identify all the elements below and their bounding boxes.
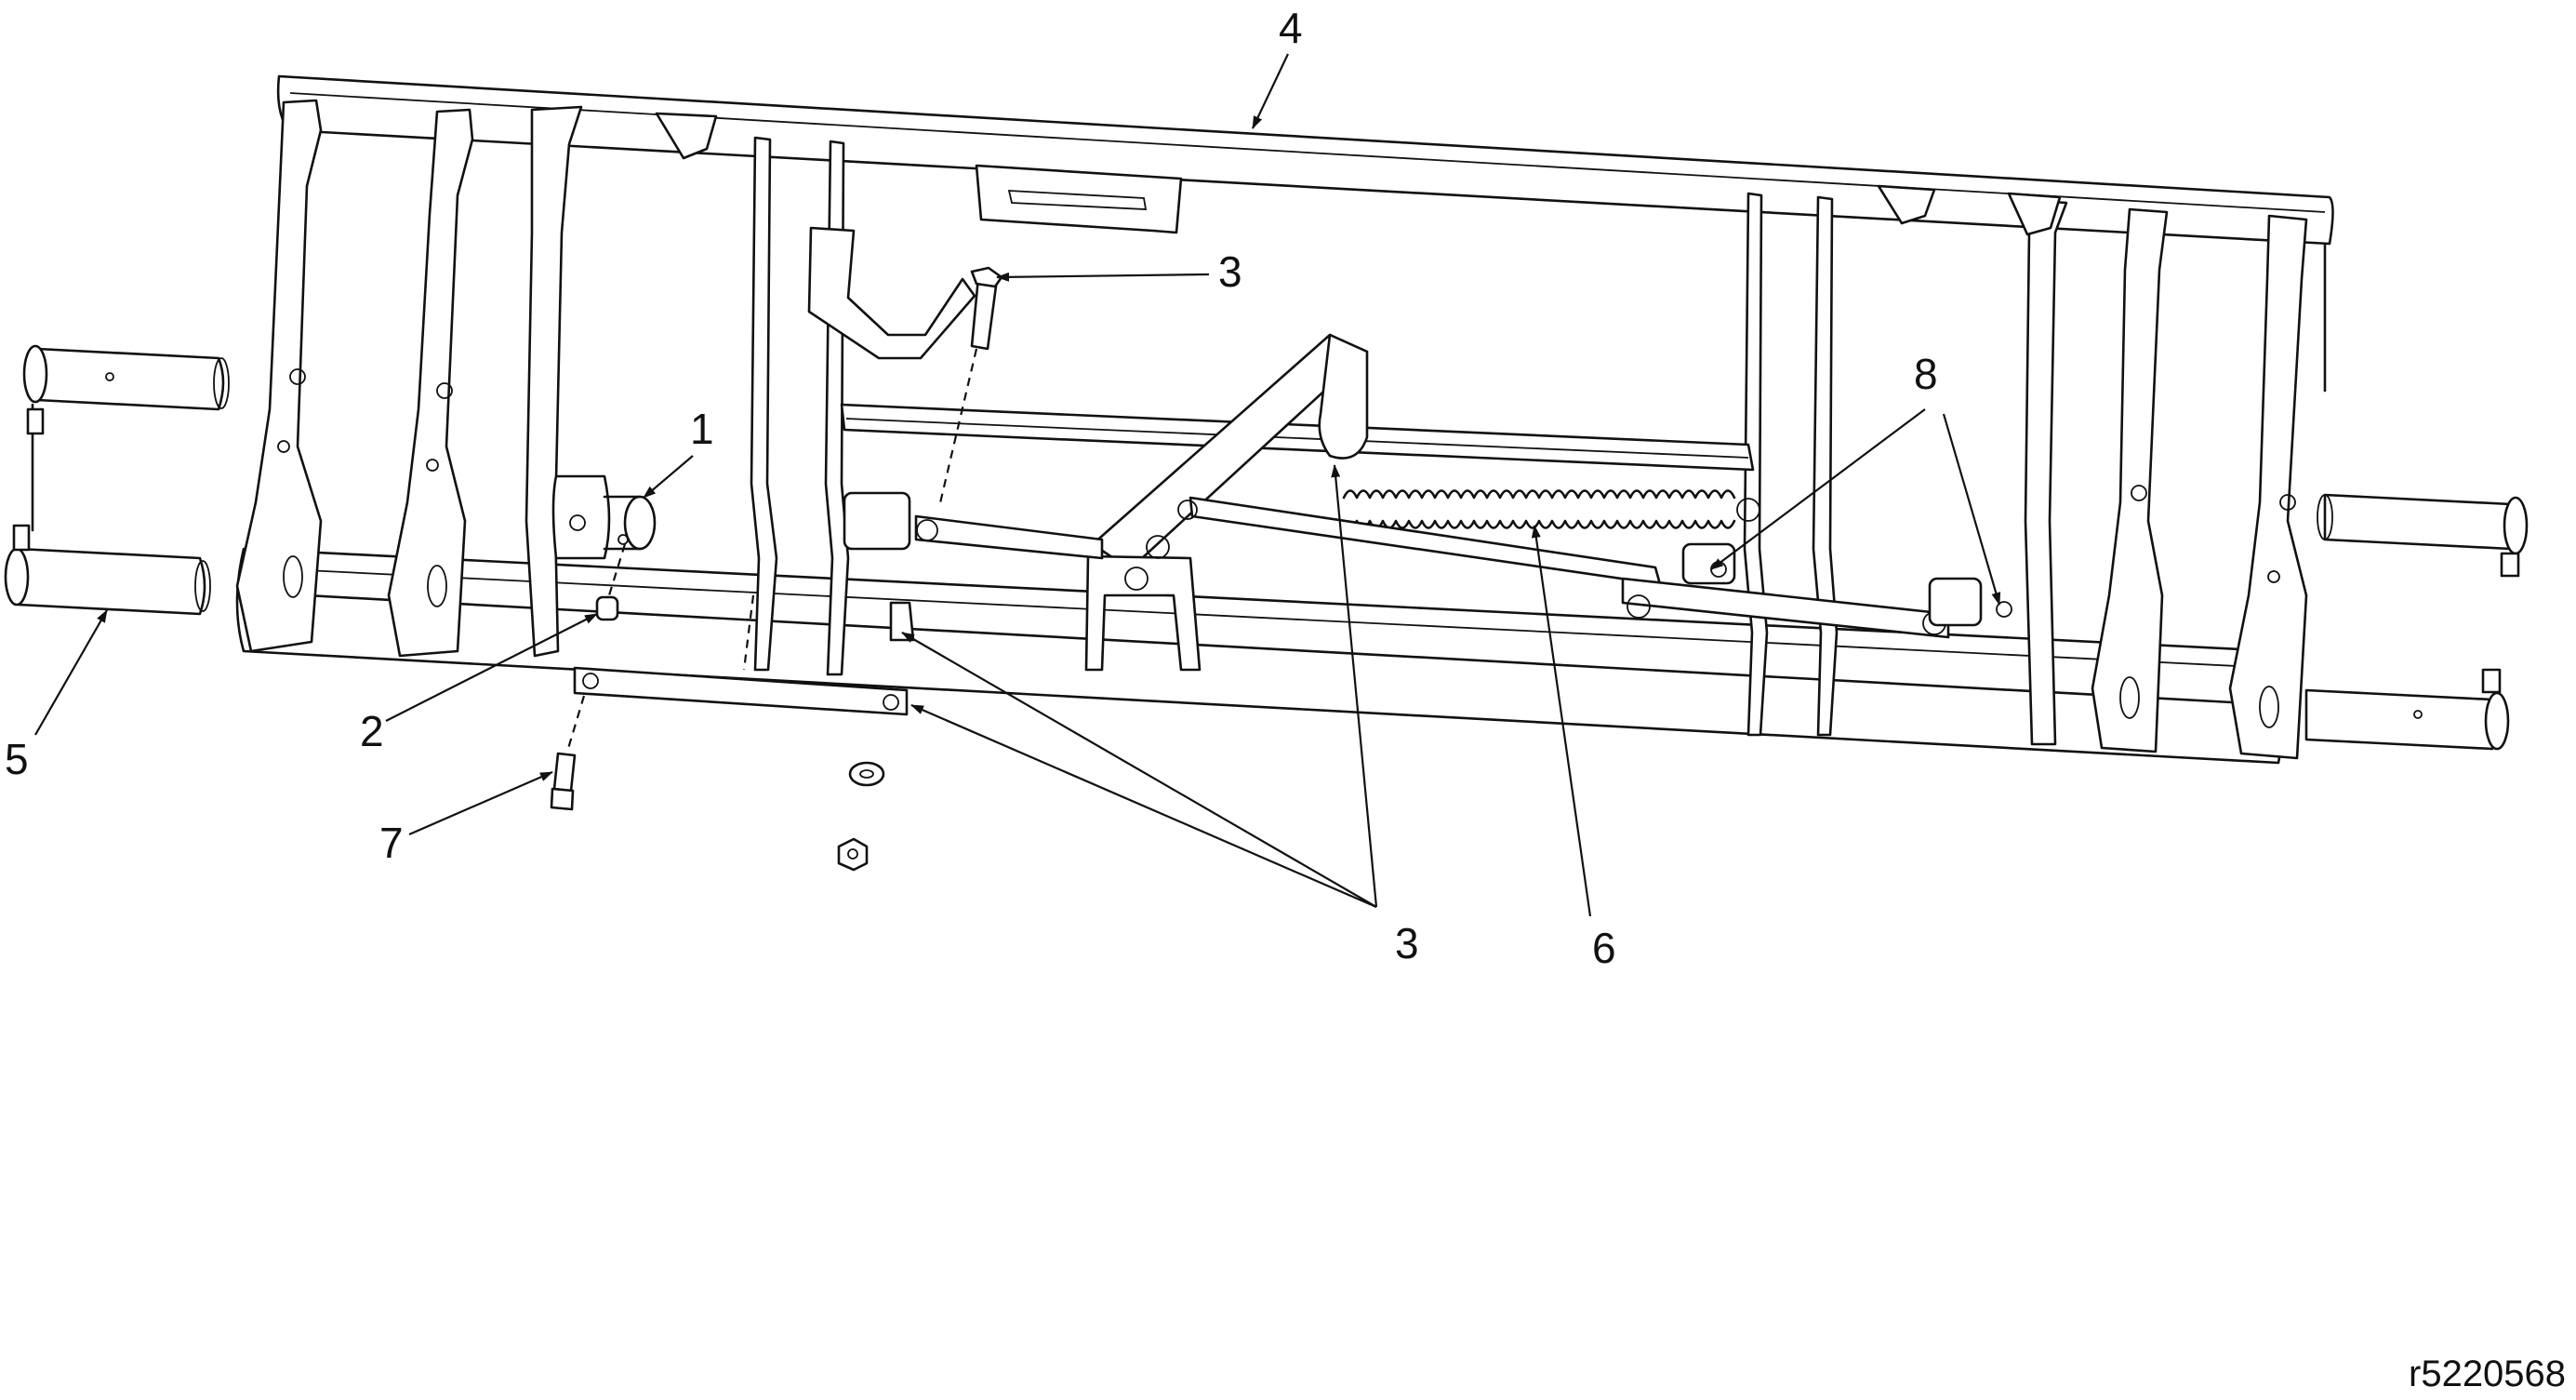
leader-1 — [643, 455, 694, 499]
hook-bracket — [1877, 184, 1936, 225]
callout-2: 2 — [360, 707, 384, 755]
collar-boss — [623, 495, 657, 551]
lever-arm-tip — [1318, 333, 1369, 460]
leader-7-1 — [1710, 408, 1926, 570]
extension-spring — [1342, 489, 1736, 500]
callout-3-lower: 3 — [1395, 919, 1419, 967]
hook-bracket — [655, 112, 718, 160]
cross-channel — [840, 403, 1755, 472]
callout-8: 7 — [379, 819, 404, 867]
leader-8 — [408, 770, 553, 836]
side-plate — [2024, 198, 2068, 746]
leader-7-2 — [1942, 413, 2001, 606]
handle-plate — [975, 164, 1183, 234]
side-plate — [387, 108, 474, 658]
side-plate — [2228, 214, 2308, 760]
set-screw — [595, 595, 619, 621]
left-collar-assembly — [551, 474, 657, 621]
right-pins — [2304, 493, 2529, 751]
callout-7: 8 — [1914, 350, 1938, 398]
callout-6: 6 — [1592, 924, 1616, 972]
side-plate — [235, 99, 323, 653]
pin-lower-right — [2304, 688, 2499, 751]
leader-3a — [996, 272, 1210, 282]
latch-bracket — [807, 226, 976, 360]
left-pins — [4, 344, 230, 616]
leader-4 — [1252, 53, 1289, 129]
right-link-bar — [1621, 577, 1950, 639]
pin-upper-right — [2323, 493, 2517, 551]
side-plate — [2091, 207, 2169, 753]
callout-4: 4 — [1279, 4, 1303, 52]
u-bracket — [1084, 554, 1202, 672]
leader-3b-1 — [910, 703, 1377, 909]
left-side-plates — [235, 99, 850, 676]
hex-nut — [837, 837, 869, 872]
strap-bar — [573, 666, 909, 716]
shoulder-bolt — [970, 275, 999, 351]
grease-fitting — [889, 601, 915, 642]
callout-labels: 4 3 1 8 2 5 7 3 6 — [5, 4, 1938, 972]
leader-lines — [34, 53, 2001, 917]
callout-3-upper: 3 — [1218, 247, 1242, 296]
callout-1: 1 — [690, 405, 714, 453]
left-link — [914, 514, 1104, 560]
leader-6 — [1531, 525, 1592, 917]
center-mechanism — [564, 164, 2012, 672]
leader-3b-3 — [1331, 464, 1378, 908]
pin-upper — [35, 347, 225, 411]
leader-2 — [385, 613, 598, 722]
hook-bracket — [2007, 192, 2062, 236]
flat-washer — [848, 761, 885, 787]
leader-3b-2 — [901, 632, 1377, 908]
hex-bolt — [552, 752, 577, 793]
callout-5: 5 — [5, 735, 29, 783]
notched-plate — [750, 136, 778, 672]
side-plate — [524, 105, 583, 658]
loose-hardware — [550, 266, 1003, 872]
leader-5 — [34, 609, 108, 736]
pin-lower — [17, 547, 206, 616]
reference-code: r5220568 — [2409, 1353, 2566, 1394]
link-arm — [1188, 496, 1662, 586]
